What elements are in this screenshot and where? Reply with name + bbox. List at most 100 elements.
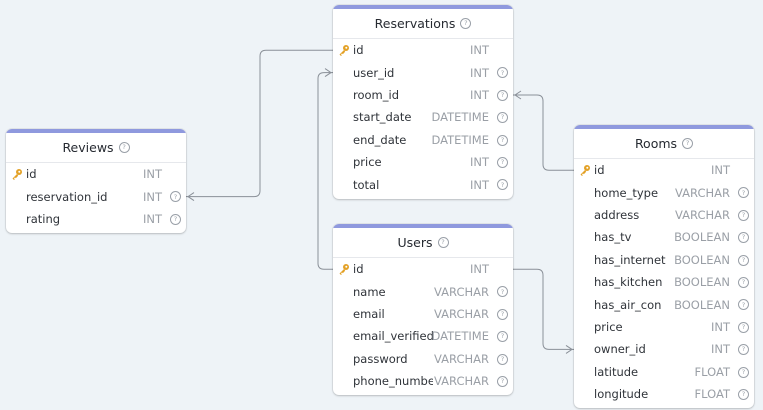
column-type: INT bbox=[142, 189, 162, 204]
column-type: BOOLEAN bbox=[674, 297, 730, 312]
info-icon[interactable]: ? bbox=[738, 232, 749, 244]
crowfoot-icon bbox=[514, 90, 522, 100]
info-icon[interactable]: ? bbox=[738, 254, 749, 266]
info-icon[interactable]: ? bbox=[437, 237, 449, 248]
column-name: id bbox=[26, 167, 37, 182]
info-icon[interactable]: ? bbox=[738, 276, 749, 288]
column-name: id bbox=[353, 43, 364, 58]
column-type: INT bbox=[710, 319, 730, 334]
info-icon[interactable]: ? bbox=[118, 142, 130, 153]
key-icon bbox=[579, 164, 591, 176]
table-header[interactable]: Rooms? bbox=[574, 129, 754, 159]
column-name: price bbox=[594, 319, 623, 334]
key-icon bbox=[11, 168, 23, 180]
column-name: owner_id bbox=[594, 342, 646, 357]
column-name: home_type bbox=[594, 185, 659, 200]
info-icon[interactable]: ? bbox=[497, 286, 508, 298]
column-name: email_verified bbox=[353, 329, 433, 344]
table-row[interactable]: home_type VARCHAR? bbox=[574, 181, 754, 203]
table-row[interactable]: has_kitchen BOOLEAN? bbox=[574, 271, 754, 293]
column-type: INT bbox=[469, 87, 489, 102]
info-icon[interactable]: ? bbox=[497, 353, 508, 365]
info-icon[interactable]: ? bbox=[738, 299, 749, 311]
info-icon[interactable]: ? bbox=[497, 112, 508, 124]
column-type: FLOAT bbox=[694, 387, 730, 402]
info-icon[interactable]: ? bbox=[738, 344, 749, 356]
info-icon[interactable]: ? bbox=[170, 213, 181, 225]
info-icon[interactable]: ? bbox=[738, 187, 749, 199]
table-row[interactable]: has_air_con BOOLEAN? bbox=[574, 293, 754, 315]
table-row[interactable]: id INT bbox=[333, 39, 513, 61]
table-row[interactable]: price INT? bbox=[574, 316, 754, 338]
column-name: phone_number bbox=[353, 374, 433, 389]
info-icon[interactable]: ? bbox=[738, 209, 749, 221]
column-type: VARCHAR bbox=[675, 185, 730, 200]
info-icon[interactable]: ? bbox=[170, 191, 181, 203]
table-header[interactable]: Reservations? bbox=[333, 9, 513, 39]
info-icon[interactable]: ? bbox=[497, 331, 508, 343]
column-type: VARCHAR bbox=[675, 207, 730, 222]
crowfoot-icon bbox=[565, 344, 573, 354]
info-icon[interactable]: ? bbox=[460, 18, 472, 29]
info-icon[interactable]: ? bbox=[497, 134, 508, 146]
info-icon[interactable]: ? bbox=[738, 366, 749, 378]
column-type: INT bbox=[469, 43, 489, 58]
info-icon[interactable]: ? bbox=[738, 388, 749, 400]
table-row[interactable]: reservation_id INT? bbox=[6, 185, 186, 207]
column-type: BOOLEAN bbox=[674, 275, 730, 290]
info-icon[interactable]: ? bbox=[497, 67, 508, 79]
table-title: Rooms bbox=[634, 136, 678, 151]
column-name: has_air_con bbox=[594, 297, 662, 312]
column-name: rating bbox=[26, 211, 61, 226]
table-title: Reservations bbox=[374, 16, 456, 31]
table-header[interactable]: Users? bbox=[333, 228, 513, 258]
column-type: DATETIME bbox=[431, 329, 489, 344]
column-type: BOOLEAN bbox=[674, 230, 730, 245]
relation-line bbox=[317, 72, 333, 270]
info-icon[interactable]: ? bbox=[497, 179, 508, 191]
column-name: has_kitchen bbox=[594, 275, 663, 290]
table-row[interactable]: address VARCHAR? bbox=[574, 204, 754, 226]
relation-line bbox=[521, 94, 574, 171]
column-type: INT bbox=[469, 177, 489, 192]
column-name: reservation_id bbox=[26, 189, 108, 204]
column-name: latitude bbox=[594, 364, 639, 379]
info-icon[interactable]: ? bbox=[497, 156, 508, 168]
info-icon[interactable]: ? bbox=[682, 138, 694, 149]
table-row[interactable]: start_date DATETIME? bbox=[333, 106, 513, 128]
info-icon[interactable]: ? bbox=[497, 375, 508, 387]
info-icon[interactable]: ? bbox=[738, 321, 749, 333]
column-name: start_date bbox=[353, 110, 412, 125]
table-header[interactable]: Reviews? bbox=[6, 133, 186, 163]
info-icon[interactable]: ? bbox=[497, 89, 508, 101]
column-type: DATETIME bbox=[431, 110, 489, 125]
column-name: address bbox=[594, 207, 640, 222]
column-type: INT bbox=[710, 163, 730, 178]
column-name: price bbox=[353, 155, 382, 170]
info-icon[interactable]: ? bbox=[497, 308, 508, 320]
